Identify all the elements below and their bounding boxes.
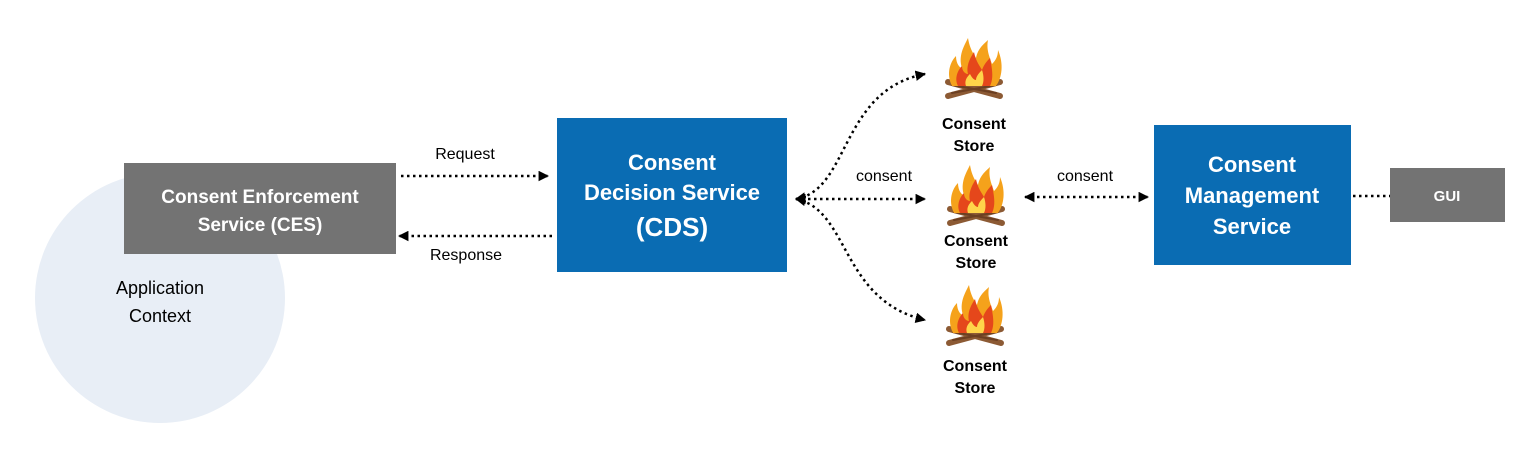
gui-box[interactable] <box>1390 168 1505 222</box>
ces-label-line2: Service (CES) <box>198 215 323 236</box>
consent-store-label-line1: Consent <box>942 116 1007 133</box>
cds-label-line2: Decision Service <box>584 180 760 205</box>
cms-label-line2: Management <box>1185 183 1320 208</box>
campfire-icon <box>948 38 1002 96</box>
consent-label-left: consent <box>856 168 913 185</box>
ces-box[interactable] <box>124 163 396 254</box>
cds-store-top-arrow <box>794 70 927 203</box>
consent-label-right: consent <box>1057 168 1114 185</box>
consent-store-label-line2: Store <box>955 380 996 397</box>
response-label: Response <box>430 247 502 264</box>
cds-store-bottom-arrow <box>794 195 927 323</box>
ces-label-line1: Consent Enforcement <box>161 187 359 208</box>
consent-store-label-line2: Store <box>956 255 997 272</box>
cms-label-line1: Consent <box>1208 152 1297 177</box>
application-context-label: Application <box>116 278 204 298</box>
consent-store-middle[interactable]: Consent Store <box>944 165 1009 272</box>
campfire-icon <box>950 165 1004 223</box>
request-label: Request <box>435 146 495 163</box>
cds-box[interactable] <box>557 118 787 272</box>
consent-store-label-line1: Consent <box>944 233 1009 250</box>
consent-store-bottom[interactable]: Consent Store <box>943 285 1008 397</box>
cms-box[interactable] <box>1154 125 1351 265</box>
cds-label-line1: Consent <box>628 150 717 175</box>
consent-store-label-line2: Store <box>954 138 995 155</box>
consent-store-label-line1: Consent <box>943 358 1008 375</box>
campfire-icon <box>949 285 1003 343</box>
application-context-label-line2: Context <box>129 306 191 326</box>
gui-label: GUI <box>1434 188 1461 205</box>
cms-label-line3: Service <box>1213 214 1291 239</box>
cds-label-line3: (CDS) <box>636 212 708 242</box>
consent-store-top[interactable]: Consent Store <box>942 38 1007 155</box>
